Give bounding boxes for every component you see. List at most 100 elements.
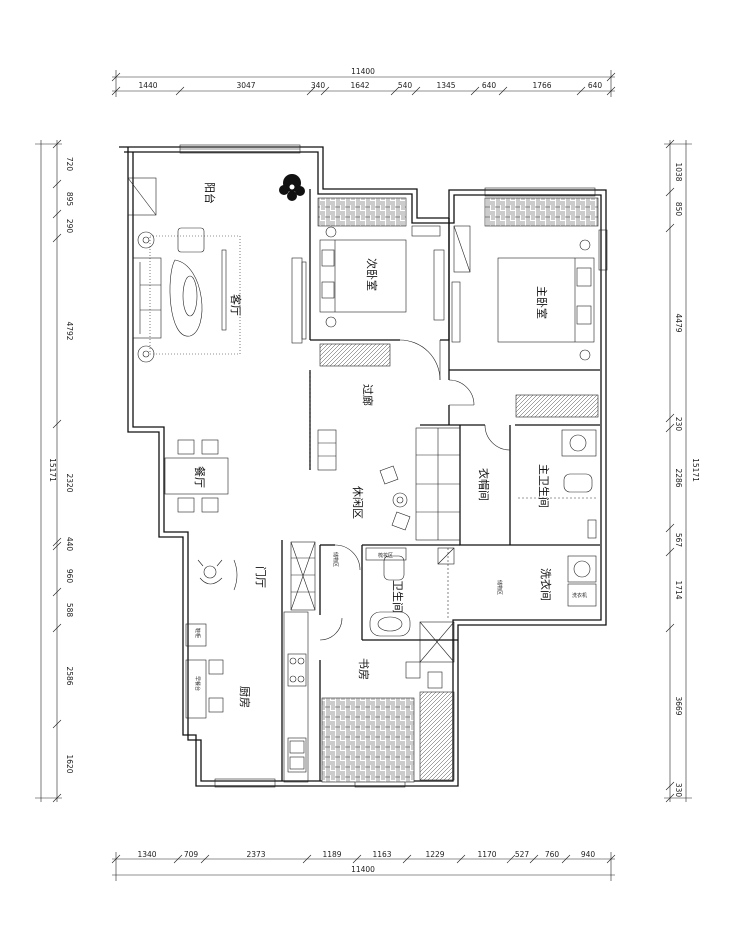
dimension-tick	[52, 587, 62, 597]
kitchen: 厨房	[238, 541, 316, 783]
toilet-icon	[563, 473, 593, 493]
right-dim-3: 4479	[674, 313, 683, 332]
dimension-tick	[52, 623, 62, 633]
dimension-tick	[52, 233, 62, 243]
dimension-tick	[576, 86, 586, 96]
dimension-tick	[665, 423, 675, 433]
dimension-tick	[456, 854, 466, 864]
lamp-icon	[137, 231, 155, 249]
top-dim-1: 1440	[138, 81, 157, 90]
dimension-tick	[200, 854, 210, 864]
right-total-dimension: 15171	[691, 458, 700, 482]
stove-icon	[287, 653, 307, 687]
dimension-tick	[173, 854, 183, 864]
room-label-entrance: 门厅	[254, 566, 268, 588]
left-dim-3: 290	[65, 219, 74, 234]
bottom-dimensions: 11400 1340 709 2373 1189 1163 1229 1170 …	[111, 850, 616, 881]
dimension-tick	[52, 139, 62, 149]
dimension-tick	[506, 854, 516, 864]
right-dim-9: 330	[674, 783, 683, 798]
top-segment-labels: 1440 3047 340 1642 540 1345 640 1766 640	[138, 81, 602, 90]
leisure-area: 休闲区 储物区	[332, 427, 461, 567]
lamp-icon	[579, 239, 591, 251]
dimension-tick	[665, 781, 675, 791]
bottom-dim-4: 1189	[322, 850, 341, 859]
dimension-tick	[498, 86, 508, 96]
dimension-tick	[529, 854, 539, 864]
armchair	[177, 227, 205, 253]
dimension-tick	[52, 209, 62, 219]
dimension-tick	[470, 86, 480, 96]
dimension-tick	[665, 223, 675, 233]
left-dim-6: 440	[65, 537, 74, 552]
left-segment-labels: 720 895 290 4792 2320 440 960 588 2586 1…	[65, 157, 74, 774]
label-storage-laundry: 储物区	[496, 580, 503, 595]
dimension-tick	[665, 623, 675, 633]
dimension-tick	[352, 854, 362, 864]
left-dim-4: 4792	[65, 321, 74, 340]
top-dim-2: 3047	[236, 81, 255, 90]
room-label-dining: 餐厅	[193, 466, 207, 488]
top-dim-7: 640	[482, 81, 497, 90]
master-bathroom: 主卫生间	[518, 429, 598, 539]
dimension-tick	[665, 187, 675, 197]
right-dim-7: 1714	[674, 580, 683, 599]
top-dim-5: 540	[398, 81, 413, 90]
bed-second	[319, 239, 407, 313]
dimension-tick	[665, 523, 675, 533]
room-label-bathroom: 卫生间	[391, 580, 405, 613]
dimension-tick	[411, 86, 421, 96]
right-dim-5: 2286	[674, 468, 683, 487]
dimension-tick	[306, 86, 316, 96]
dimension-tick	[665, 547, 675, 557]
balcony-area: 阳台	[127, 174, 305, 216]
room-label-corridor: 过廊	[361, 384, 375, 406]
top-dim-8: 1766	[532, 81, 551, 90]
room-label-master-bath: 主卫生间	[537, 464, 551, 508]
label-dressing: 梳妆区	[378, 552, 393, 559]
dimension-tick	[52, 793, 62, 803]
dimension-tick	[390, 86, 400, 96]
dimension-tick	[52, 419, 62, 429]
bottom-dim-5: 1163	[372, 850, 391, 859]
left-dim-10: 1620	[65, 754, 74, 773]
dimension-tick	[561, 854, 571, 864]
right-dim-4: 230	[674, 417, 683, 432]
corridor: 过廊	[317, 384, 375, 471]
room-label-second-bedroom: 次卧室	[365, 258, 379, 291]
coffee-table	[169, 259, 203, 337]
label-laundry-cabinet: 洗衣机	[572, 592, 587, 599]
dimension-tick	[52, 537, 62, 547]
bottom-dim-3: 2373	[246, 850, 265, 859]
left-dim-9: 2586	[65, 666, 74, 685]
washbasin	[369, 611, 411, 637]
label-breakfast-bar: 早餐台	[194, 676, 201, 691]
bottom-dim-7: 1170	[477, 850, 496, 859]
dimension-tick	[606, 86, 616, 96]
entrance-hall: 门厅 鞋柜 早餐台	[185, 559, 268, 719]
dimension-tick	[665, 793, 675, 803]
top-segment-ticks	[111, 86, 616, 96]
dimension-tick	[175, 86, 185, 96]
dimension-tick	[606, 854, 616, 864]
bottom-segment-labels: 1340 709 2373 1189 1163 1229 1170 527 76…	[137, 850, 595, 859]
left-total-dimension: 15171	[48, 458, 57, 482]
right-segment-labels: 1038 850 4479 230 2286 567 1714 3669 330	[674, 162, 683, 797]
lamp-icon	[325, 316, 337, 328]
right-dim-1: 1038	[674, 162, 683, 181]
dimension-tick	[111, 86, 121, 96]
bottom-dim-9: 760	[545, 850, 560, 859]
dimension-tick	[402, 854, 412, 864]
left-dim-7: 960	[65, 569, 74, 584]
dimension-tick	[665, 413, 675, 423]
plant-icon	[279, 174, 305, 201]
top-total-dimension: 11400	[351, 67, 375, 76]
sink-icon	[287, 737, 307, 773]
room-label-laundry: 洗衣间	[539, 568, 553, 601]
top-dimensions: 11400 1440 3047 340 1642 540 1345 640 17…	[111, 67, 616, 97]
washing-machine-icon	[567, 555, 597, 583]
room-label-kitchen: 厨房	[238, 686, 251, 708]
living-room: 客厅	[132, 227, 307, 363]
left-dim-5: 2320	[65, 473, 74, 492]
